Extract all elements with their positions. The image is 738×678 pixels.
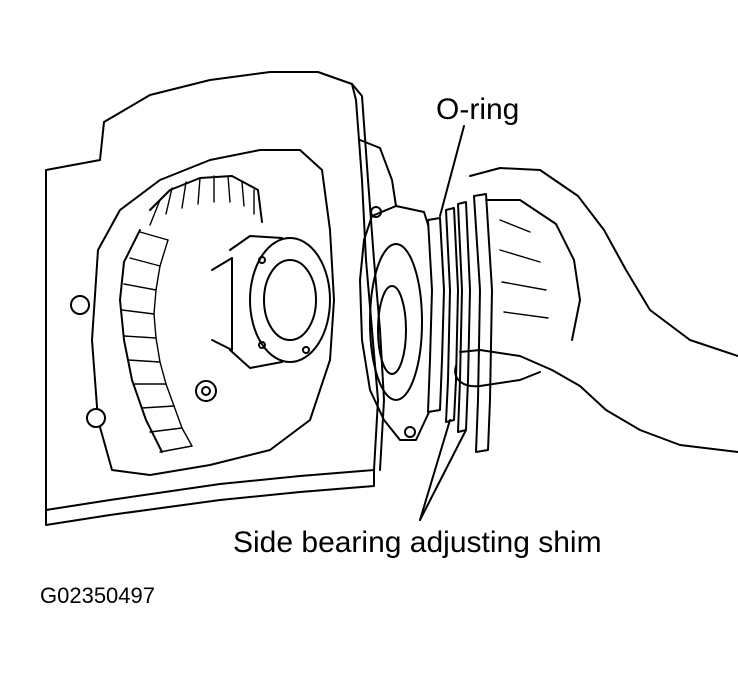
o-ring-leader xyxy=(439,125,465,217)
shim-leader-2 xyxy=(419,429,467,521)
o-ring-label: O-ring xyxy=(436,93,520,126)
side-bearing-shim-label: Side bearing adjusting shim xyxy=(233,526,602,559)
ring-gear xyxy=(119,175,263,453)
carrier-housing xyxy=(45,71,385,526)
hand xyxy=(454,167,738,453)
shim-stack xyxy=(427,193,493,453)
shim-leader-1 xyxy=(419,419,451,521)
figure-code: G02350497 xyxy=(40,583,155,608)
leader-lines xyxy=(419,125,467,521)
differential-case xyxy=(211,235,331,369)
